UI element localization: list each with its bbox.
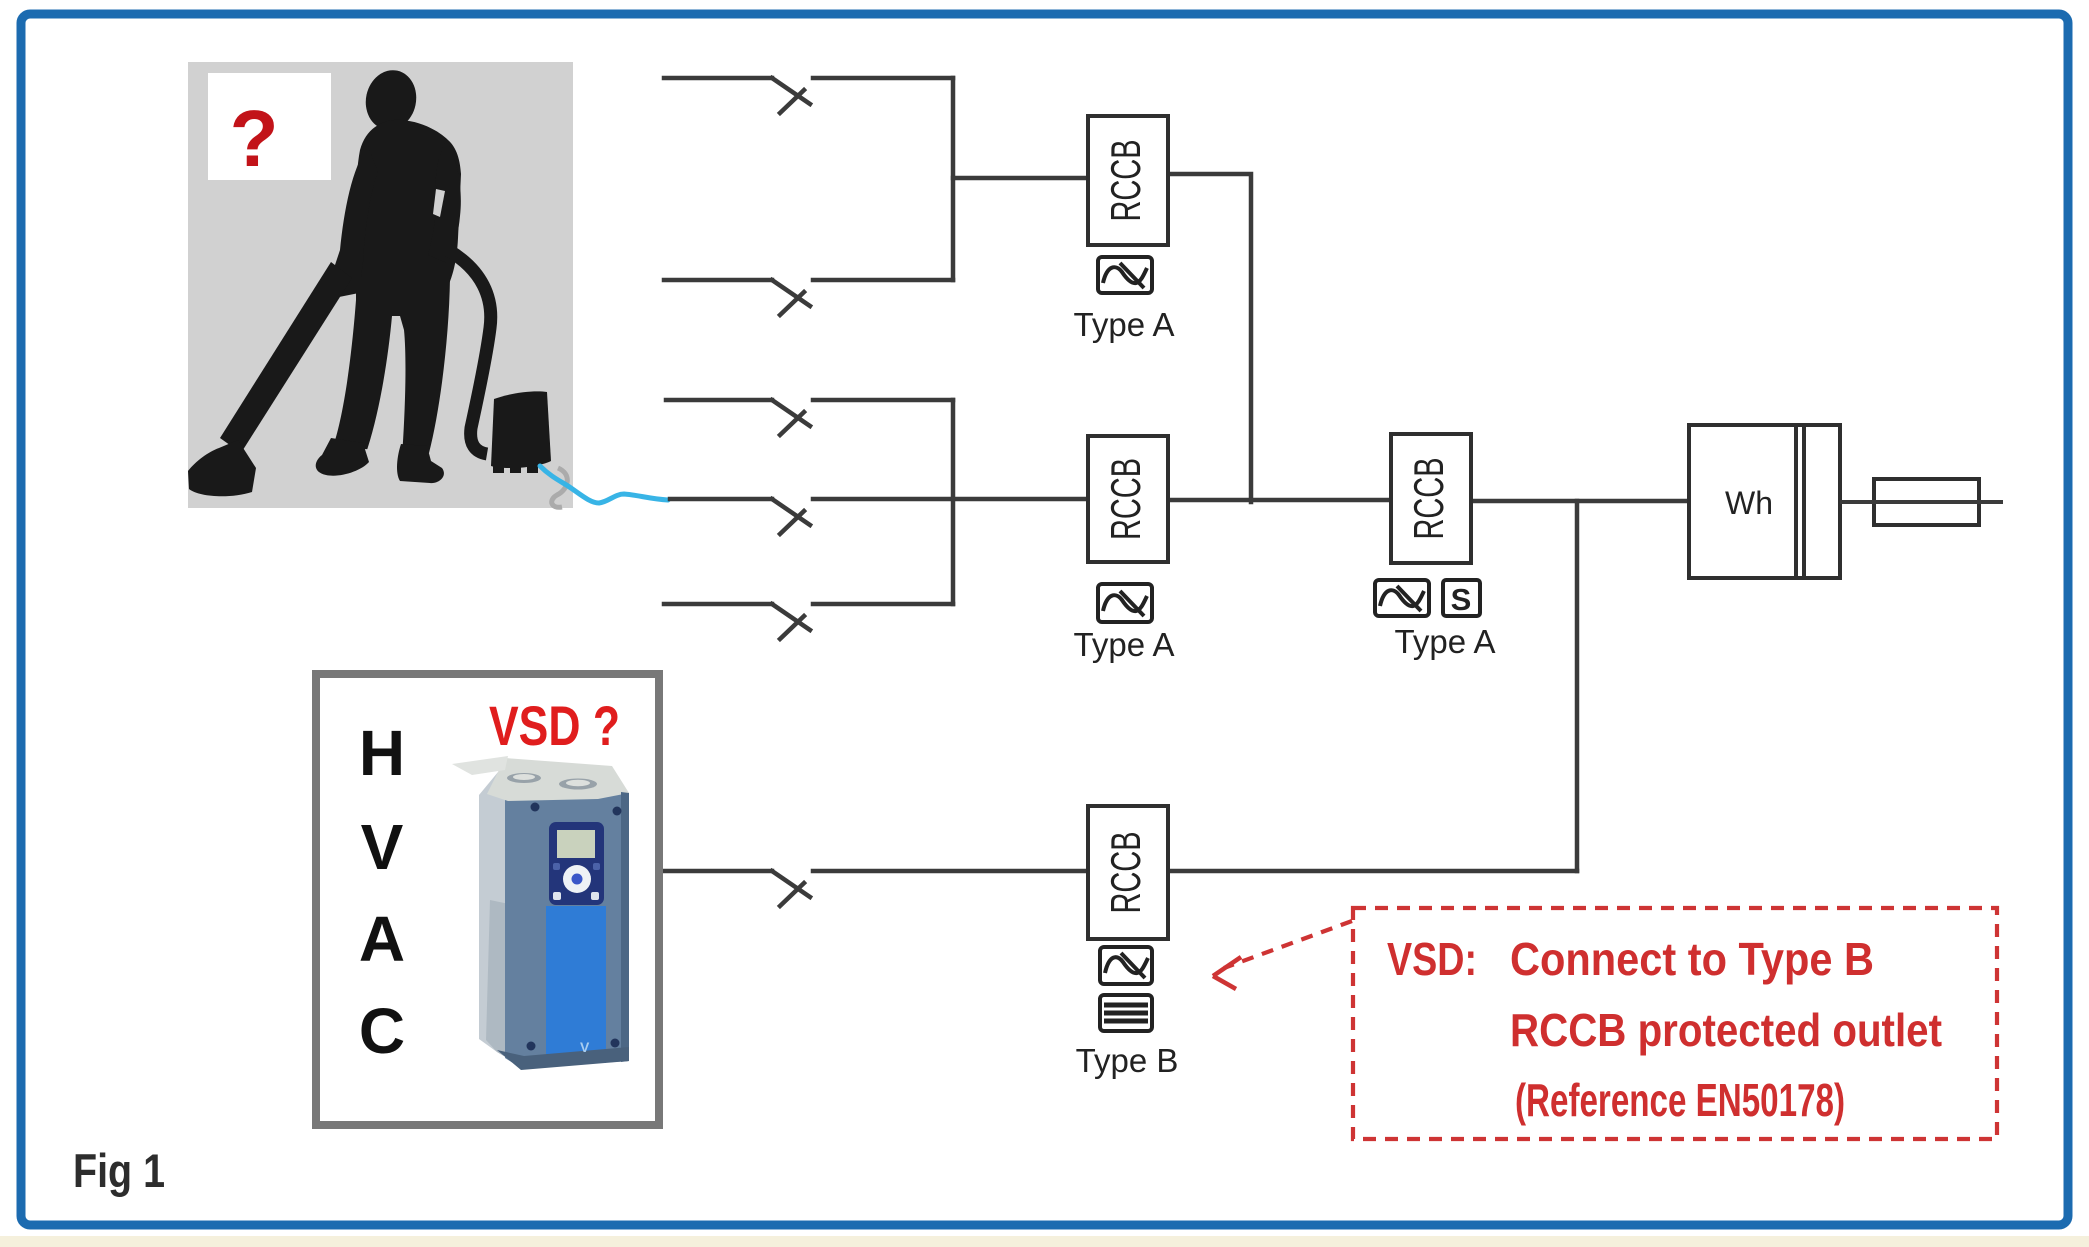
- svg-text:VSD:: VSD:: [1387, 933, 1477, 985]
- svg-text:C: C: [359, 995, 405, 1067]
- svg-text:RCCB: RCCB: [1102, 139, 1150, 221]
- svg-text:Type B: Type B: [1076, 1042, 1179, 1079]
- svg-text:Fig 1: Fig 1: [73, 1144, 165, 1197]
- svg-text:Type A: Type A: [1074, 626, 1175, 663]
- svg-text:V: V: [580, 1039, 590, 1055]
- svg-text:Connect to Type B: Connect to Type B: [1510, 933, 1874, 985]
- svg-text:Type A: Type A: [1074, 306, 1175, 343]
- svg-text:Type A: Type A: [1395, 623, 1496, 660]
- svg-text:(Reference EN50178): (Reference EN50178): [1515, 1074, 1845, 1126]
- svg-text:RCCB: RCCB: [1405, 457, 1453, 539]
- svg-text:Wh: Wh: [1725, 485, 1773, 521]
- svg-text:V: V: [361, 811, 404, 883]
- svg-text:RCCB: RCCB: [1102, 458, 1150, 540]
- svg-text:RCCB: RCCB: [1102, 831, 1150, 913]
- svg-text:?: ?: [230, 94, 279, 183]
- svg-text:VSD ?: VSD ?: [489, 694, 620, 757]
- svg-text:S: S: [1451, 582, 1472, 617]
- svg-text:H: H: [359, 717, 405, 789]
- svg-text:A: A: [359, 903, 405, 975]
- svg-text:RCCB protected outlet: RCCB protected outlet: [1510, 1004, 1942, 1056]
